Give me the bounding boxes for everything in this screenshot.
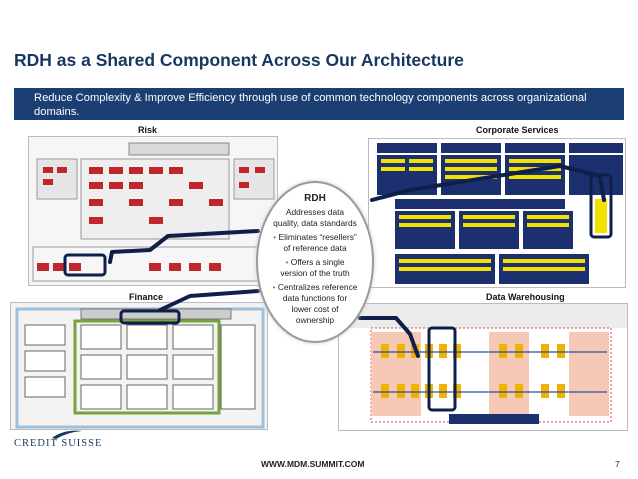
rdh-bullet-text: Offers a single version of the truth	[280, 257, 350, 278]
data-warehousing-diagram	[338, 303, 628, 431]
corporate-services-diagram	[368, 138, 626, 288]
rdh-bullet: • Offers a single version of the truth	[272, 257, 358, 279]
bullet-dot-icon: •	[272, 282, 278, 292]
data-warehousing-graphic	[339, 304, 627, 430]
company-name: CREDIT SUISSE	[14, 438, 103, 449]
rdh-heading: RDH	[304, 193, 326, 204]
rdh-callout: RDH Addresses data quality, data standar…	[256, 181, 374, 343]
bullet-dot-icon: •	[273, 232, 279, 242]
sails-icon	[52, 430, 82, 439]
rdh-bullet-text: Centralizes reference data functions for…	[277, 282, 358, 325]
section-label-finance: Finance	[129, 292, 164, 302]
footer-url: WWW.MDM.SUMMIT.COM	[261, 459, 365, 469]
corporate-services-graphic	[369, 139, 625, 287]
risk-diagram	[28, 136, 278, 286]
banner: Reduce Complexity & Improve Efficiency t…	[14, 88, 624, 120]
finance-graphic	[11, 303, 267, 429]
section-label-corporate-services: Corporate Services	[476, 125, 559, 135]
bullet-dot-icon: •	[285, 257, 291, 267]
rdh-bullet-text: Eliminates “resellers” of reference data	[278, 232, 357, 253]
credit-suisse-logo: CREDIT SUISSE	[14, 429, 104, 455]
rdh-bullet: • Eliminates “resellers” of reference da…	[272, 232, 358, 254]
section-label-data-warehousing: Data Warehousing	[486, 292, 565, 302]
section-label-risk: Risk	[138, 125, 158, 135]
risk-diagram-graphic	[29, 137, 277, 285]
rdh-bullet: • Centralizes reference data functions f…	[272, 282, 358, 326]
slide-title: RDH as a Shared Component Across Our Arc…	[14, 50, 464, 70]
rdh-bullet: Addresses data quality, data standards	[273, 207, 357, 228]
finance-diagram	[10, 302, 268, 430]
page-number: 7	[615, 459, 620, 469]
